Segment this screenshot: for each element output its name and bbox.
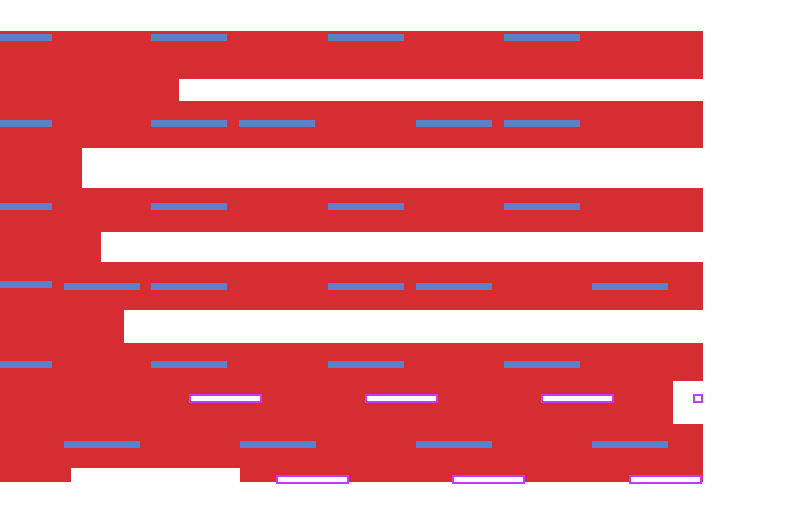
- token-r6-c2[interactable]: [240, 441, 316, 448]
- token-r1-c1[interactable]: [0, 34, 52, 41]
- token-r4-c3[interactable]: [151, 283, 227, 290]
- selection-r5-c2[interactable]: [365, 394, 438, 403]
- token-r6-c1[interactable]: [64, 441, 140, 448]
- token-r6-c3[interactable]: [416, 441, 492, 448]
- token-r4-c6[interactable]: [592, 283, 668, 290]
- token-r6-c4[interactable]: [592, 441, 668, 448]
- token-r2-c2[interactable]: [151, 120, 227, 127]
- band-line-5: [0, 188, 703, 232]
- selection-r6-c2[interactable]: [452, 475, 525, 484]
- selection-r5-c3[interactable]: [541, 394, 614, 403]
- token-r5-c2[interactable]: [151, 361, 227, 368]
- token-r3-c3[interactable]: [328, 203, 404, 210]
- token-r3-c4[interactable]: [504, 203, 580, 210]
- token-r3-c1[interactable]: [0, 203, 52, 210]
- selection-r5-c1[interactable]: [189, 394, 262, 403]
- token-r5-c3[interactable]: [328, 361, 404, 368]
- band-line-3: [0, 101, 703, 148]
- token-r4-c4[interactable]: [328, 283, 404, 290]
- token-r1-c4[interactable]: [504, 34, 580, 41]
- selection-r5-c4[interactable]: [693, 394, 703, 403]
- token-r3-c2[interactable]: [151, 203, 227, 210]
- token-r5-c1[interactable]: [0, 361, 52, 368]
- token-r2-c5[interactable]: [504, 120, 580, 127]
- selection-r6-c1[interactable]: [276, 475, 349, 484]
- band-line-6: [0, 232, 101, 262]
- band-line-10: [0, 468, 71, 482]
- token-r4-c5[interactable]: [416, 283, 492, 290]
- token-r5-c4[interactable]: [504, 361, 580, 368]
- token-r2-c4[interactable]: [416, 120, 492, 127]
- band-line-2: [0, 79, 179, 101]
- band-line-8: [0, 310, 124, 343]
- token-r4-c1[interactable]: [0, 281, 52, 288]
- token-r2-c3[interactable]: [239, 120, 315, 127]
- token-r2-c1[interactable]: [0, 120, 52, 127]
- token-r1-c3[interactable]: [328, 34, 404, 41]
- selection-r6-c3[interactable]: [629, 475, 702, 484]
- token-r4-c2[interactable]: [64, 283, 140, 290]
- band-line-4: [0, 148, 82, 188]
- token-r1-c2[interactable]: [151, 34, 227, 41]
